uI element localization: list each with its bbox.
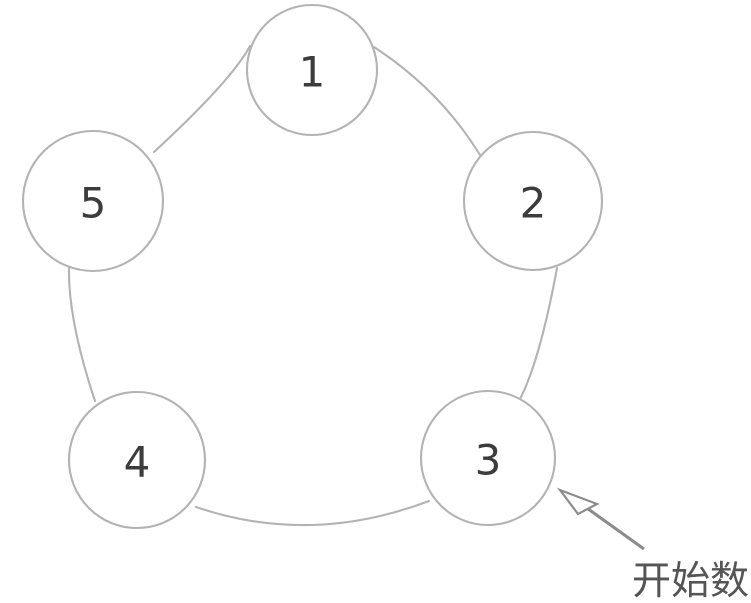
edge-2-to-3: [518, 266, 559, 401]
node-5-label: 5: [80, 179, 107, 228]
node-3-label: 3: [475, 436, 502, 485]
edge-4-to-5: [67, 266, 97, 403]
edge-3-to-4: [194, 499, 431, 527]
node-5-circle[interactable]: [21, 129, 165, 273]
edge-1-to-2: [372, 45, 482, 157]
node-5[interactable]: 5: [21, 129, 165, 273]
start-count-annotation: 开始数: [632, 559, 749, 603]
node-1-label: 1: [299, 48, 326, 97]
node-4-label: 4: [124, 438, 151, 487]
node-2[interactable]: 2: [462, 130, 604, 272]
node-2-circle[interactable]: [462, 130, 604, 272]
edge-5-to-1: [152, 44, 252, 154]
node-3[interactable]: 3: [419, 389, 557, 527]
edge-group: [67, 44, 559, 527]
arrow-head-icon: [556, 487, 600, 516]
node-3-circle[interactable]: [419, 389, 557, 527]
arrow-shaft: [583, 504, 645, 551]
node-1-circle[interactable]: [245, 3, 379, 137]
node-4-circle[interactable]: [67, 390, 207, 530]
node-1[interactable]: 1: [245, 3, 379, 137]
start-pointer-arrow: [556, 487, 645, 551]
node-2-label: 2: [520, 179, 547, 228]
node-4[interactable]: 4: [67, 390, 207, 530]
